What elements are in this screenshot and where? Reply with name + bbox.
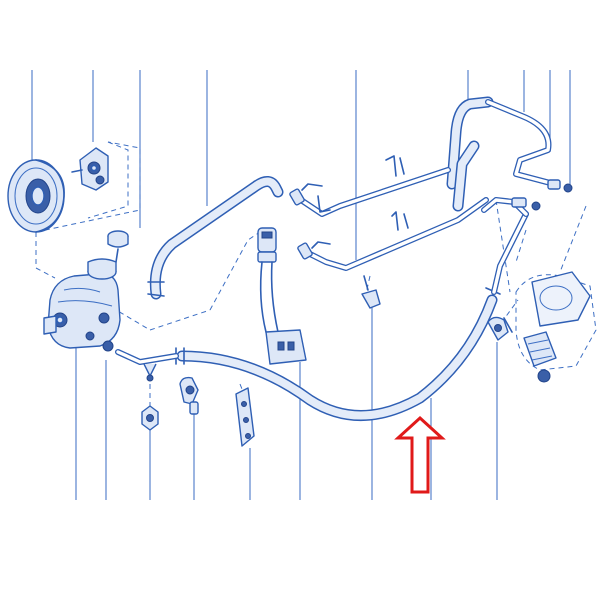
steering-rack (515, 271, 597, 383)
connector-plug (257, 227, 307, 365)
nut (141, 405, 159, 431)
bracket-plate (235, 387, 255, 447)
reservoir-cap (107, 230, 129, 263)
rack-feed-pipe (481, 197, 529, 295)
assembly-dashed-lines (35, 141, 587, 406)
power-steering-pump (43, 258, 121, 352)
tensioner-bracket (71, 147, 109, 191)
leader-lines (31, 70, 571, 500)
pressure-pipe-upper (289, 96, 573, 217)
pressure-pipe-lower (297, 140, 541, 271)
up-arrow-icon (394, 415, 446, 494)
pump-outlet-pipe (115, 349, 179, 382)
pressure-hose (175, 287, 501, 421)
pulley (7, 159, 65, 233)
return-hose (147, 176, 284, 300)
clamp (179, 376, 199, 415)
hose-clamp (487, 316, 513, 341)
clip (361, 275, 381, 309)
